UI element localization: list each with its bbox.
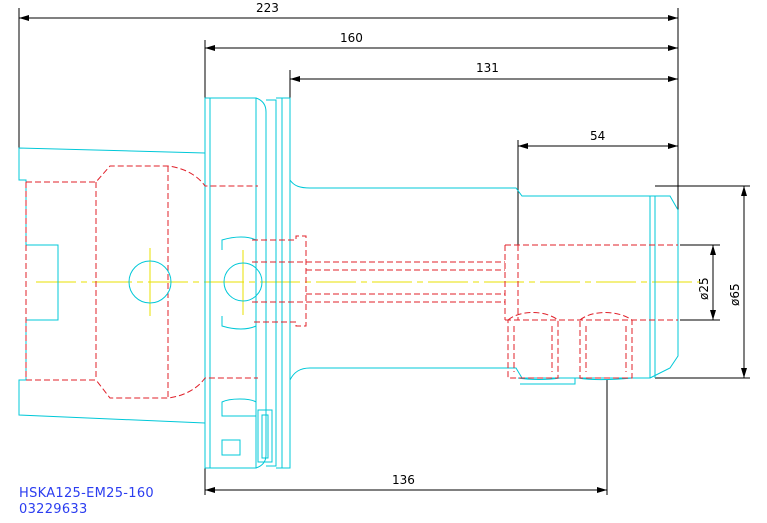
dimension-160-label: 160 (340, 31, 363, 45)
dimension-d25-label: ø25 (697, 277, 711, 300)
part-name-caption: HSKA125-EM25-160 (19, 486, 154, 501)
drive-hole (223, 262, 263, 302)
flange-notch-bottom (221, 398, 257, 417)
drive-slot-top (221, 236, 257, 250)
flange (204, 97, 257, 469)
clamp-screw-1 (507, 312, 559, 379)
shank-cross-hole (128, 260, 172, 304)
arrowheads (19, 15, 747, 493)
tool-bore (504, 244, 678, 321)
dimension-131-label: 131 (476, 61, 499, 75)
shank-bore (26, 165, 258, 187)
flange-groove (255, 97, 267, 469)
part-outline (18, 97, 679, 469)
taper-shank (18, 147, 206, 424)
dimension-54-label: 54 (590, 129, 605, 143)
dimension-d65-label: ø65 (728, 283, 742, 306)
clamp-screw-2 (579, 312, 633, 379)
dimension-136-label: 136 (392, 473, 415, 487)
part-number-caption: 03229633 (19, 502, 88, 517)
coolant-tube (252, 235, 307, 327)
centerlines (36, 248, 700, 316)
hidden-lines (25, 165, 678, 399)
front-chamfer (649, 195, 679, 379)
tool-body (289, 98, 651, 468)
dimension-lines (18, 8, 750, 495)
dimension-223-label: 223 (256, 1, 279, 15)
drive-slot-bottom (221, 316, 257, 330)
